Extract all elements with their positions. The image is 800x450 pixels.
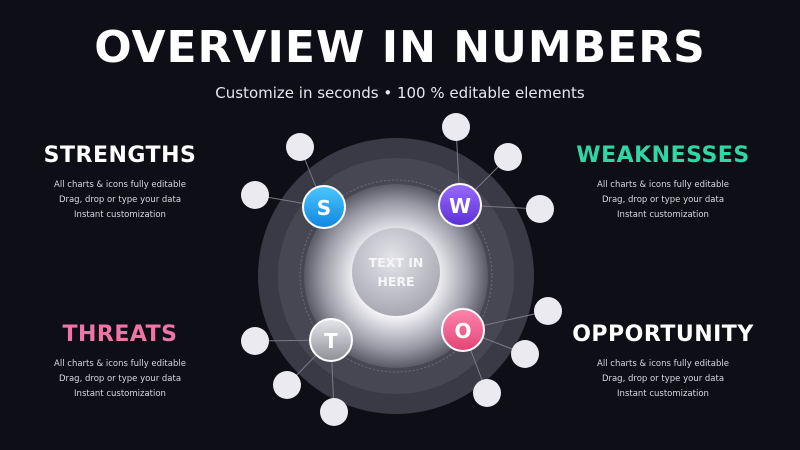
center-text-line-2: HERE (377, 274, 414, 289)
t-letter: T (324, 329, 338, 353)
strengths-line-1: All charts & icons fully editable (54, 180, 186, 190)
weaknesses-line-1: All charts & icons fully editable (597, 180, 729, 190)
satellite-bubble (442, 113, 470, 141)
opportunity-block: OPPORTUNITY All charts & icons fully edi… (543, 322, 783, 402)
opportunity-line-3: Instant customization (617, 389, 709, 399)
center-text-line-1: TEXT IN (369, 255, 424, 270)
weaknesses-block: WEAKNESSES All charts & icons fully edit… (543, 143, 783, 223)
t-node (309, 318, 353, 362)
page-title: OVERVIEW IN NUMBERS (94, 22, 706, 73)
opportunity-heading: OPPORTUNITY (572, 322, 754, 347)
satellite-bubble (526, 195, 554, 223)
satellite-bubble (320, 398, 348, 426)
w-letter: W (449, 194, 471, 218)
satellite-bubble (273, 371, 301, 399)
strengths-block: STRENGTHS All charts & icons fully edita… (0, 143, 240, 223)
threats-line-3: Instant customization (74, 389, 166, 399)
page-subtitle: Customize in seconds • 100 % editable el… (215, 84, 585, 102)
w-node (438, 183, 482, 227)
satellite-bubble (241, 327, 269, 355)
threats-line-2: Drag, drop or type your data (58, 374, 182, 384)
threats-line-1: All charts & icons fully editable (54, 359, 186, 369)
center-core (352, 228, 440, 316)
satellite-bubble (473, 379, 501, 407)
dashed-ring (299, 179, 493, 373)
opportunity-line-2: Drag, drop or type your data (601, 374, 725, 384)
satellite-bubble (241, 181, 269, 209)
s-node (302, 185, 346, 229)
o-node (441, 308, 485, 352)
threats-block: THREATS All charts & icons fully editabl… (0, 322, 240, 402)
satellite-bubble (511, 340, 539, 368)
s-letter: S (317, 196, 331, 220)
threats-heading: THREATS (62, 322, 178, 347)
weaknesses-line-3: Instant customization (617, 210, 709, 220)
o-letter: O (454, 319, 471, 343)
strengths-heading: STRENGTHS (43, 143, 197, 168)
strengths-line-3: Instant customization (74, 210, 166, 220)
strengths-line-2: Drag, drop or type your data (58, 195, 182, 205)
weaknesses-heading: WEAKNESSES (576, 143, 750, 168)
satellite-bubble (286, 133, 314, 161)
satellite-bubble (534, 297, 562, 325)
weaknesses-line-2: Drag, drop or type your data (601, 195, 725, 205)
opportunity-line-1: All charts & icons fully editable (597, 359, 729, 369)
satellite-bubble (494, 143, 522, 171)
